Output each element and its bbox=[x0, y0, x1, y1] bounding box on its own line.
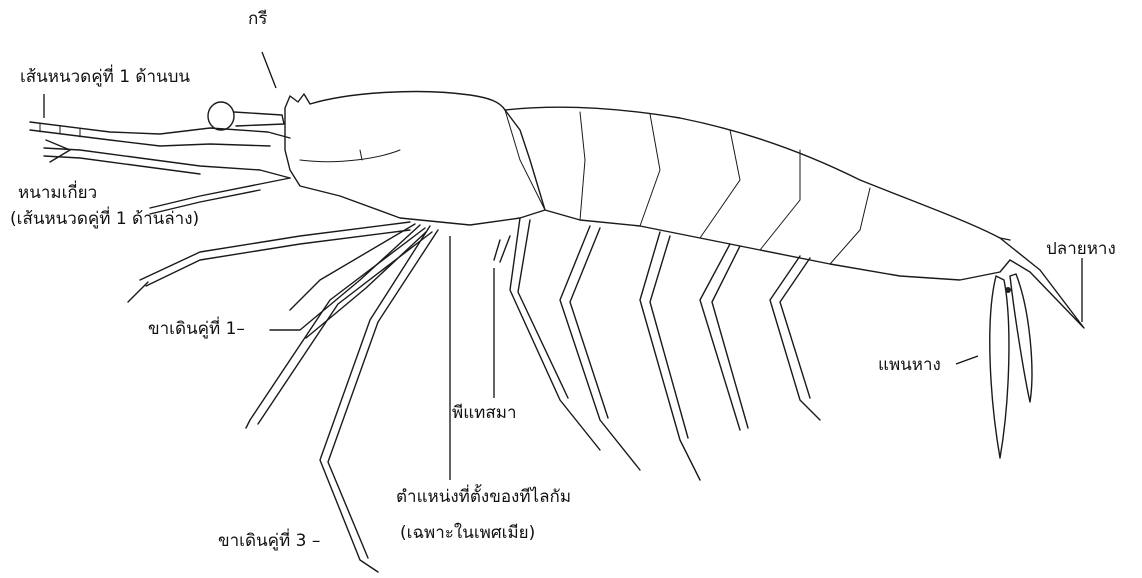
eye bbox=[208, 102, 234, 130]
label-telson: ปลายหาง bbox=[1046, 238, 1116, 260]
carapace bbox=[285, 92, 545, 225]
walking-leg-3 bbox=[320, 226, 430, 572]
label-upper-antennule: เส้นหนวดคู่ที่ 1 ด้านบน bbox=[20, 66, 190, 88]
label-walking-leg-1: ขาเดินคู่ที่ 1– bbox=[148, 318, 245, 340]
upper-antennule bbox=[30, 122, 290, 138]
rostrum-leader bbox=[262, 52, 276, 88]
lower-antennule bbox=[44, 148, 290, 178]
pleopod-4 bbox=[700, 244, 740, 430]
label-thelycum-2: (เฉพาะในเพศเมีย) bbox=[400, 522, 535, 544]
label-petasma: พีแทสมา bbox=[452, 402, 517, 424]
label-rostrum: กรี bbox=[248, 8, 267, 30]
uropod-leader bbox=[956, 356, 978, 364]
pleopod-3 bbox=[640, 232, 700, 480]
label-lower-antennule-1: หนามเกี่ยว bbox=[18, 182, 97, 204]
pleopod-1 bbox=[510, 218, 600, 450]
pleopod-2 bbox=[560, 226, 640, 470]
uropod bbox=[990, 276, 1009, 458]
label-uropod: แพนหาง bbox=[878, 354, 941, 376]
label-thelycum-1: ตำแหน่งที่ตั้งของทีไลกัม bbox=[396, 486, 571, 508]
label-lower-antennule-2: (เส้นหนวดคู่ที่ 1 ด้านล่าง) bbox=[10, 208, 199, 230]
abdomen-bottom bbox=[545, 210, 1010, 280]
label-walking-leg-3: ขาเดินคู่ที่ 3 – bbox=[218, 530, 320, 552]
